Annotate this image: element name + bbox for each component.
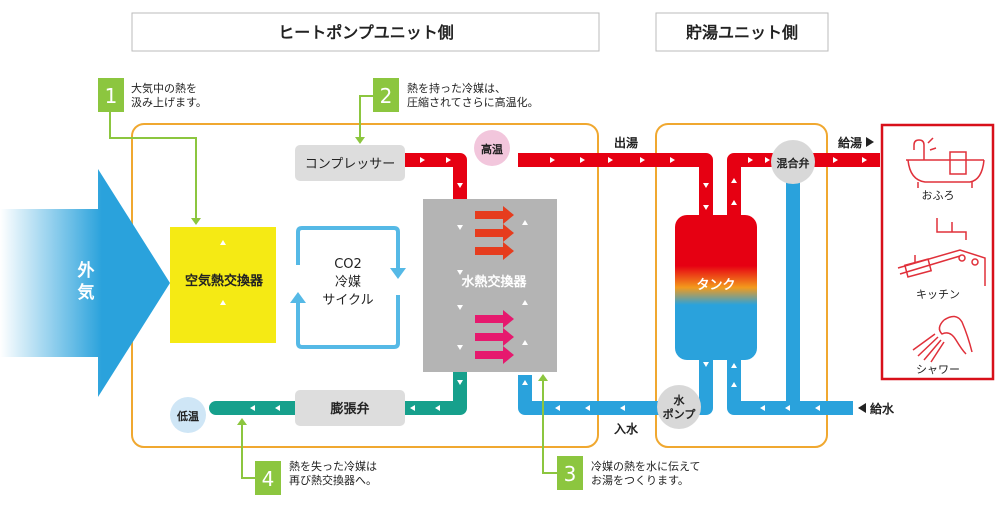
low-temp-label: 低温	[176, 409, 199, 423]
hot-supply-pipe	[727, 153, 880, 215]
hot-supply-arrow-icon	[866, 137, 874, 147]
co2-cycle-arrow-down	[390, 268, 406, 279]
compressor-label: コンプレッサー	[305, 157, 396, 172]
co2-cycle-label-2: 冷媒	[335, 275, 361, 290]
water-pump-label-2: ポンプ	[663, 407, 697, 421]
tank-side-header: 貯湯ユニット側	[686, 23, 798, 42]
refrigerant-pipe-top-right	[400, 153, 467, 200]
step-4-text-2: 再び熱交換器へ。	[289, 473, 377, 487]
step-4-arrowhead	[237, 418, 247, 425]
high-temp-bubble	[474, 130, 510, 166]
water-pump	[657, 385, 701, 429]
air-heat-exchanger-label: 空気熱交換器	[185, 273, 264, 289]
heat-pump-side-header-box	[131, 12, 600, 52]
cold-supply-pipe	[727, 360, 853, 415]
hot-water-uses-panel	[880, 123, 995, 381]
step-3-arrowhead	[538, 374, 548, 381]
step-1-number: 1	[105, 84, 118, 108]
step-1-leader	[109, 112, 197, 222]
tank-side-header-box	[655, 12, 829, 52]
mixing-valve-label: 混合弁	[777, 156, 810, 170]
heat-transfer-arrows-warm	[475, 310, 514, 364]
water-heat-exchanger-label: 水熱交換器	[461, 274, 527, 290]
water-heat-exchanger	[423, 199, 557, 372]
mixing-valve	[771, 140, 815, 184]
heat-pump-side-header: ヒートポンプユニット側	[278, 23, 454, 42]
step-4-number: 4	[262, 467, 275, 491]
shower-icon	[912, 315, 973, 363]
step-4-leader	[241, 422, 255, 479]
bath-label: おふろ	[922, 189, 955, 202]
step-3-leader	[542, 378, 557, 474]
step-3-text-2: お湯をつくります。	[591, 474, 689, 487]
kitchen-icon	[897, 218, 986, 286]
shower-label: シャワー	[916, 363, 960, 376]
kitchen-label: キッチン	[916, 288, 960, 301]
outside-air-label-2: 気	[77, 282, 95, 303]
step-1-badge	[98, 78, 124, 112]
hot-out-label: 出湯	[614, 135, 638, 150]
hot-supply-label: 給湯	[838, 135, 862, 150]
step-2-text-2: 圧縮されてさらに高温化。	[407, 95, 539, 109]
co2-cycle-label-1: CO2	[334, 257, 362, 272]
bathtub-icon	[906, 137, 985, 188]
tank-label: タンク	[696, 278, 735, 293]
step-3-badge	[557, 456, 583, 490]
step-4-text-1: 熱を失った冷媒は	[289, 460, 377, 473]
water-supply-arrow-icon	[858, 403, 866, 413]
step-3-text-1: 冷媒の熱を水に伝えて	[591, 460, 700, 473]
co2-cycle-label-3: サイクル	[322, 293, 373, 308]
co2-cycle-arrow-up	[290, 292, 306, 303]
outside-air-arrow	[0, 169, 170, 397]
low-temp-bubble	[170, 397, 206, 433]
water-pump-label-1: 水	[674, 393, 686, 407]
step-2-badge	[373, 78, 399, 112]
step-1-text-1: 大気中の熱を	[131, 81, 197, 95]
compressor	[295, 145, 405, 181]
water-in-label: 入水	[614, 421, 639, 436]
step-2-leader	[359, 95, 373, 140]
water-in-pipe	[518, 355, 713, 415]
high-temp-label: 高温	[481, 142, 503, 156]
co2-cycle-loop	[296, 226, 400, 349]
step-1-arrowhead	[191, 218, 201, 225]
water-supply-label: 給水	[870, 401, 895, 416]
hot-water-tank	[675, 215, 757, 360]
heat-transfer-arrows-hot	[475, 206, 514, 260]
step-2-number: 2	[380, 84, 393, 108]
expansion-valve-label: 膨張弁	[329, 401, 369, 417]
tank-unit-border	[655, 123, 828, 448]
outside-air-label-1: 外	[78, 260, 95, 281]
expansion-valve	[295, 390, 405, 426]
step-2-arrowhead	[355, 137, 365, 144]
step-2-text-1: 熱を持った冷媒は、	[407, 81, 506, 95]
step-3-number: 3	[564, 462, 577, 486]
step-4-badge	[255, 461, 281, 495]
flow-arrowheads	[220, 157, 867, 411]
step-1-text-2: 汲み上げます。	[131, 96, 207, 109]
